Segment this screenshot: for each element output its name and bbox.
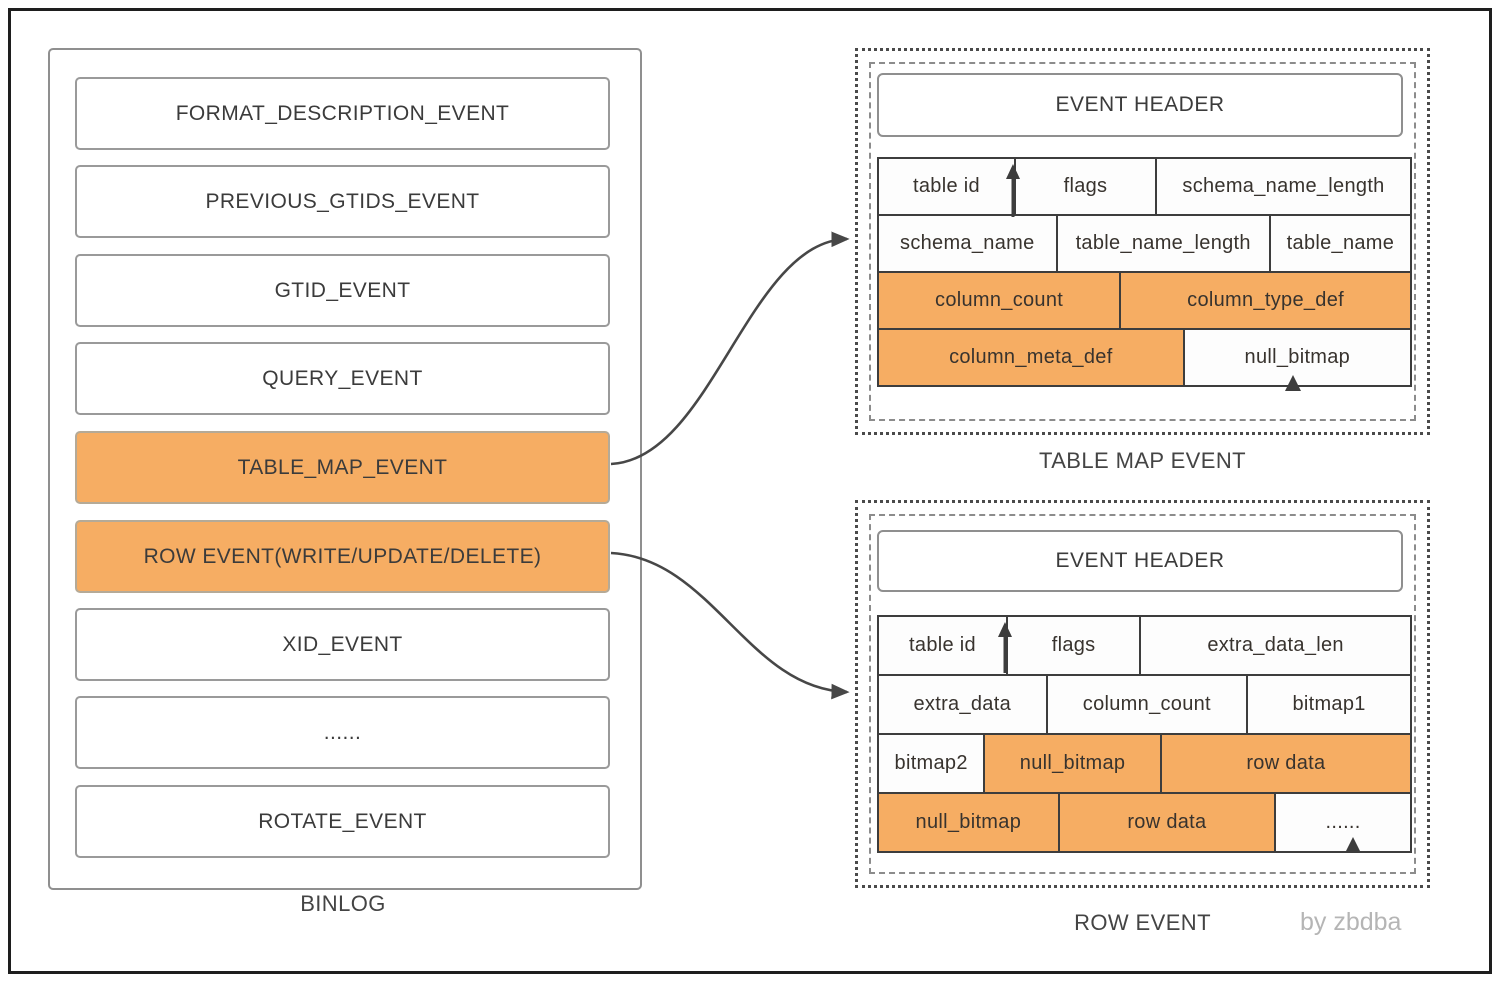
- field-cell-table-name-length: table_name_length: [1057, 216, 1269, 271]
- table-map-event-inner-border: [869, 62, 1416, 421]
- event-box-ellipsis: ......: [75, 696, 610, 769]
- field-cell-null-bitmap: null_bitmap: [985, 735, 1160, 792]
- field-row: column_meta_def null_bitmap: [879, 330, 1410, 385]
- event-box-row-event: ROW EVENT(WRITE/UPDATE/DELETE): [75, 520, 610, 593]
- event-box-rotate: ROTATE_EVENT: [75, 785, 610, 858]
- field-cell-bitmap2: bitmap2: [879, 735, 984, 792]
- field-cell-row-data: row data: [1059, 794, 1275, 851]
- field-row: column_count column_type_def: [879, 273, 1410, 328]
- table-map-field-grid: table id flags schema_name_length schema…: [877, 157, 1412, 387]
- field-cell-extra-data-len: extra_data_len: [1141, 617, 1410, 674]
- field-row: table id flags extra_data_len: [879, 617, 1410, 674]
- field-row: schema_name table_name_length table_name: [879, 216, 1410, 271]
- credit-text: by zbdba: [1300, 908, 1402, 936]
- field-cell-table-id: table id: [879, 617, 1006, 674]
- event-box-xid: XID_EVENT: [75, 608, 610, 681]
- field-cell-row-data: row data: [1161, 735, 1410, 792]
- field-row: extra_data column_count bitmap1: [879, 676, 1410, 733]
- event-box-table-map: TABLE_MAP_EVENT: [75, 431, 610, 504]
- outer-frame: [8, 8, 1492, 974]
- row-event-inner-border: [869, 514, 1416, 874]
- field-cell-null-bitmap: null_bitmap: [1184, 330, 1410, 385]
- row-event-title: ROW EVENT: [1074, 910, 1211, 935]
- event-box-previous-gtids: PREVIOUS_GTIDS_EVENT: [75, 165, 610, 238]
- field-row: table id flags schema_name_length: [879, 159, 1410, 214]
- table-map-event-title: TABLE MAP EVENT: [1039, 448, 1246, 473]
- field-cell-ellipsis: ......: [1276, 794, 1410, 851]
- field-cell-column-count: column_count: [1047, 676, 1247, 733]
- field-cell-bitmap1: bitmap1: [1248, 676, 1410, 733]
- event-box-gtid: GTID_EVENT: [75, 254, 610, 327]
- field-cell-extra-data: extra_data: [879, 676, 1046, 733]
- field-row: null_bitmap row data ......: [879, 794, 1410, 851]
- event-box-query: QUERY_EVENT: [75, 342, 610, 415]
- table-map-event-panel: [855, 48, 1430, 435]
- field-cell-null-bitmap: null_bitmap: [879, 794, 1058, 851]
- field-cell-flags: flags: [1008, 617, 1140, 674]
- event-box-format-description: FORMAT_DESCRIPTION_EVENT: [75, 77, 610, 150]
- field-row: bitmap2 null_bitmap row data: [879, 735, 1410, 792]
- field-cell-schema-name: schema_name: [879, 216, 1056, 271]
- table-map-event-header-box: EVENT HEADER: [877, 73, 1403, 137]
- row-event-field-grid: table id flags extra_data_len extra_data…: [877, 615, 1412, 853]
- row-event-header-box: EVENT HEADER: [877, 530, 1403, 592]
- field-cell-column-count: column_count: [879, 273, 1120, 328]
- field-cell-table-id: table id: [879, 159, 1014, 214]
- field-cell-column-type-def: column_type_def: [1121, 273, 1410, 328]
- field-cell-table-name: table_name: [1270, 216, 1410, 271]
- field-cell-schema-name-length: schema_name_length: [1157, 159, 1410, 214]
- field-cell-column-meta-def: column_meta_def: [879, 330, 1183, 385]
- row-event-panel: [855, 500, 1430, 888]
- binlog-label: BINLOG: [300, 891, 386, 916]
- field-cell-flags: flags: [1015, 159, 1156, 214]
